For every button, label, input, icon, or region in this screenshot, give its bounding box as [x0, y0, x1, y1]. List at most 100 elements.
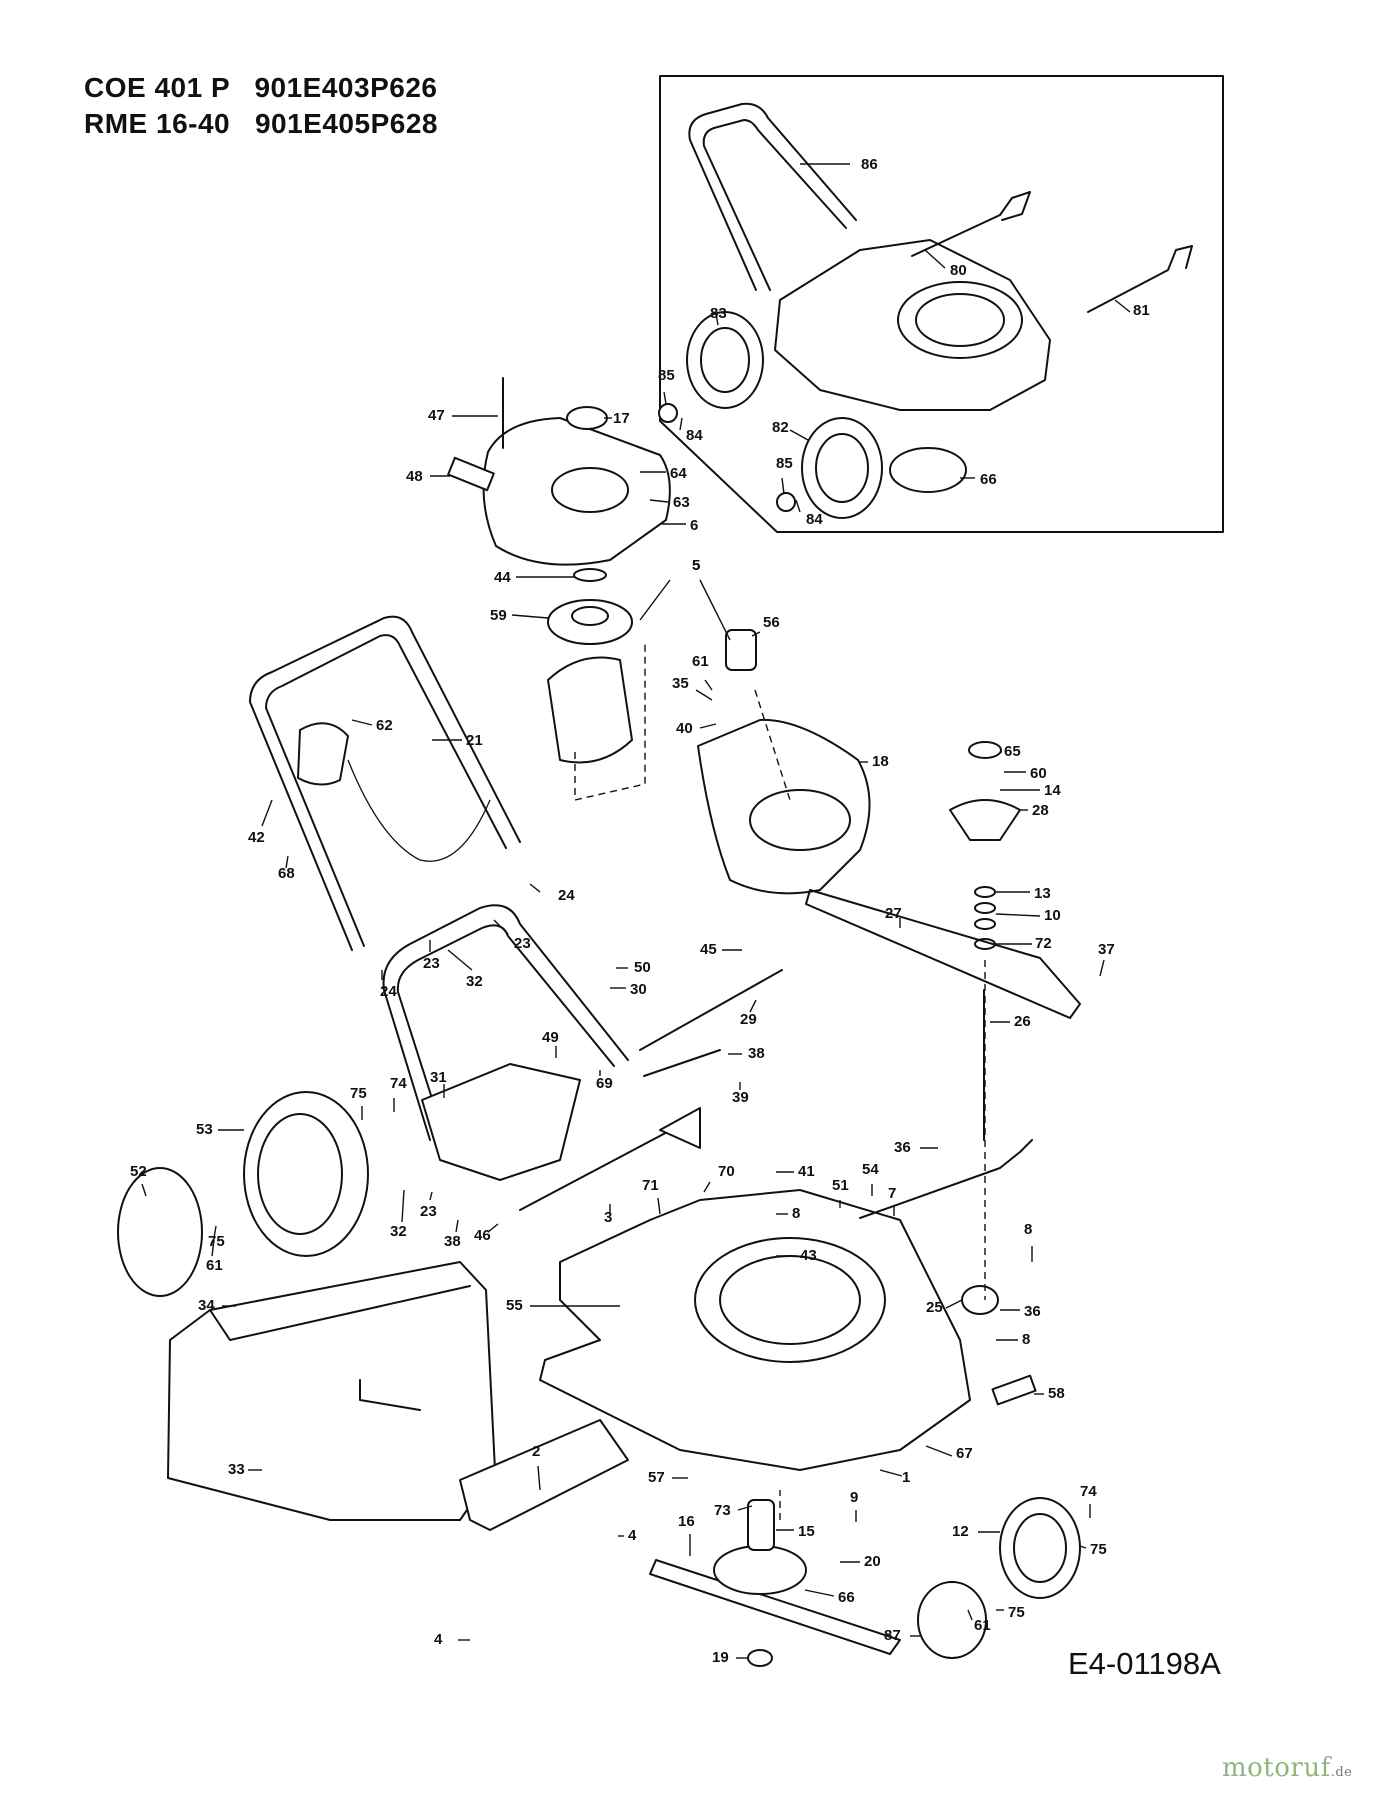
axle-3 — [519, 1119, 691, 1211]
callout-leader-71 — [657, 1197, 661, 1215]
nut-44 — [573, 568, 607, 582]
drawing-code: E4-01198A — [1068, 1646, 1221, 1681]
callout-66: 66 — [980, 471, 997, 488]
callout-leader-23 — [429, 1191, 433, 1201]
callout-23: 23 — [423, 955, 440, 972]
callout-18: 18 — [872, 753, 889, 770]
callout-8: 8 — [792, 1205, 800, 1222]
callout-23: 23 — [514, 935, 531, 952]
washer-13 — [974, 886, 996, 898]
callout-24: 24 — [380, 983, 397, 1000]
callout-51: 51 — [832, 1177, 849, 1194]
callout-7: 7 — [888, 1185, 896, 1202]
callout-leader-61 — [967, 1609, 973, 1621]
callout-leader-67 — [925, 1445, 953, 1457]
callout-leader-59 — [511, 614, 549, 619]
callout-leader-35 — [695, 689, 713, 701]
callout-74: 74 — [390, 1075, 407, 1092]
washer-72 — [974, 938, 996, 950]
model-name: COE 401 P — [84, 72, 230, 103]
callout-41: 41 — [798, 1163, 815, 1180]
callout-84: 84 — [806, 511, 823, 528]
callout-leader-63 — [649, 499, 669, 503]
front-wheel-12-rim — [1013, 1513, 1067, 1583]
callout-31: 31 — [430, 1069, 447, 1086]
rod-27 — [805, 889, 1081, 1019]
inset-deck — [774, 239, 1051, 411]
grass-catcher-frame-34 — [209, 1285, 471, 1341]
callout-leader-70 — [703, 1181, 711, 1193]
callout-66: 66 — [838, 1589, 855, 1606]
callout-leader-46 — [487, 1223, 499, 1233]
callout-leader-25 — [945, 1299, 963, 1309]
knob-28 — [949, 799, 1021, 841]
callout-83: 83 — [710, 305, 727, 322]
callout-13: 13 — [1034, 885, 1051, 902]
inset-deck-chute — [897, 281, 1023, 359]
callout-26: 26 — [1014, 1013, 1031, 1030]
lower-handle-30 — [382, 904, 629, 1141]
upper-handle-21-inner — [265, 634, 507, 947]
inset-lever-80 — [911, 191, 1031, 257]
callout-8: 8 — [1022, 1331, 1030, 1348]
callout-52: 52 — [130, 1163, 147, 1180]
callout-leader-23 — [493, 919, 509, 935]
callout-69: 69 — [596, 1075, 613, 1092]
inset-wheel-82 — [801, 417, 883, 519]
watermark-brand: motoruf — [1222, 1753, 1331, 1783]
callout-75: 75 — [350, 1085, 367, 1102]
callout-leader-83 — [715, 313, 719, 326]
callout-leader-52 — [141, 1183, 147, 1197]
callout-87: 87 — [884, 1627, 901, 1644]
callout-leader-5 — [699, 579, 731, 641]
inset-lever-81 — [1087, 245, 1193, 313]
inset-cap-85b — [776, 492, 796, 512]
callout-17: 17 — [613, 410, 630, 427]
callout-leader-84 — [795, 499, 801, 513]
callout-leader-68 — [285, 855, 289, 869]
rod-39 — [643, 1049, 721, 1077]
callout-36: 36 — [894, 1139, 911, 1156]
upper-handle-21 — [249, 615, 521, 951]
callout-62: 62 — [376, 717, 393, 734]
callout-leader-85 — [663, 391, 667, 405]
callout-labels: 1234455678889101213141516171819202123232… — [130, 156, 1150, 1666]
inset-wheel-82-hub — [815, 433, 869, 503]
inset-fan-66 — [889, 447, 967, 493]
callout-53: 53 — [196, 1121, 213, 1138]
callout-9: 9 — [850, 1489, 858, 1506]
callout-leader-2 — [537, 1465, 541, 1491]
callout-36: 36 — [1024, 1303, 1041, 1320]
callout-14: 14 — [1044, 782, 1061, 799]
callout-61: 61 — [974, 1617, 991, 1634]
model-name: RME 16-40 — [84, 108, 231, 139]
callout-82: 82 — [772, 419, 789, 436]
callout-72: 72 — [1035, 935, 1052, 952]
inset-wheel-83 — [686, 311, 764, 409]
callout-32: 32 — [390, 1223, 407, 1240]
fan-59 — [547, 599, 633, 645]
callout-leader-29 — [749, 999, 757, 1013]
callout-leader-84 — [679, 417, 683, 431]
flap-2 — [459, 1419, 629, 1531]
watermark-suffix: .de — [1330, 1765, 1353, 1780]
callout-21: 21 — [466, 732, 483, 749]
callout-75: 75 — [1090, 1541, 1107, 1558]
callout-56: 56 — [763, 614, 780, 631]
callout-73: 73 — [714, 1502, 731, 1519]
motor-cover-opening — [551, 467, 629, 513]
inset-frame — [659, 75, 1224, 533]
grass-catcher-33 — [167, 1261, 496, 1521]
callout-25: 25 — [926, 1299, 943, 1316]
callout-80: 80 — [950, 262, 967, 279]
callout-5: 5 — [692, 557, 700, 574]
fan-59-hub — [571, 606, 609, 626]
capacitor-56 — [725, 629, 757, 671]
callout-leader-75 — [1079, 1545, 1087, 1549]
washer-10b — [974, 918, 996, 930]
callout-leader-73 — [737, 1505, 753, 1511]
callout-59: 59 — [490, 607, 507, 624]
callout-45: 45 — [700, 941, 717, 958]
